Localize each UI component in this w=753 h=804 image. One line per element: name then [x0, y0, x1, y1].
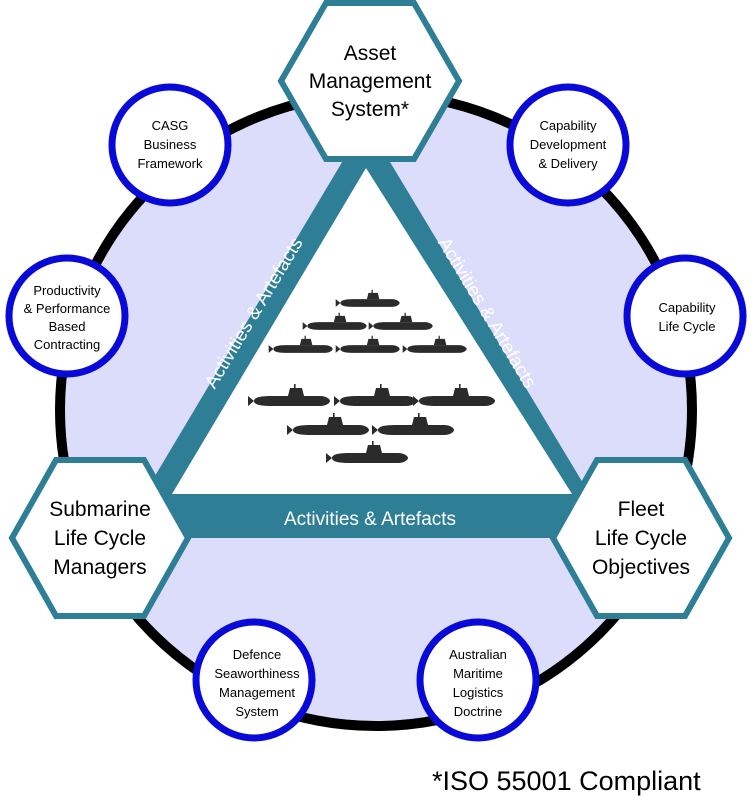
- seaworthy-line-3: Management: [219, 685, 295, 700]
- submarine-icon: [335, 335, 400, 353]
- prod-line-3: Based: [49, 319, 86, 334]
- hexagon-submarine-managers: Submarine Life Cycle Managers: [8, 457, 192, 619]
- prod-line-2: & Performance: [24, 301, 111, 316]
- hexagon-fleet-objectives: Fleet Life Cycle Objectives: [549, 457, 733, 619]
- submarine-icon: [368, 312, 433, 330]
- band-label-bottom: Activities & Artefacts: [284, 509, 456, 530]
- hex-left-line-1: Submarine: [49, 498, 151, 521]
- casg-line-1: CASG: [152, 118, 189, 133]
- hex-left-line-2: Life Cycle: [54, 527, 146, 550]
- capdev-line-1: Capability: [539, 118, 597, 133]
- logistics-line-1: Australian: [449, 647, 507, 662]
- seaworthy-line-2: Seaworthiness: [214, 666, 300, 681]
- submarine-icon: [287, 413, 369, 435]
- casg-line-2: Business: [144, 137, 197, 152]
- submarine-fleet-icons: [248, 289, 495, 463]
- capdev-line-2: Development: [530, 137, 607, 152]
- hexagon-asset-management: Asset Management System*: [277, 0, 463, 162]
- submarine-icon: [335, 289, 400, 307]
- seaworthy-line-4: System: [235, 704, 278, 719]
- hex-top-line-1: Asset: [344, 42, 397, 65]
- hex-right-line-3: Objectives: [592, 556, 690, 579]
- hex-right-line-2: Life Cycle: [595, 527, 687, 550]
- submarine-icon: [413, 384, 495, 406]
- inner-triangle: [172, 168, 572, 494]
- submarine-icon: [334, 384, 416, 406]
- submarine-icon: [248, 384, 330, 406]
- logistics-line-4: Doctrine: [454, 704, 502, 719]
- submarine-icon: [268, 335, 333, 353]
- circle-capability-life-cycle: Capability Life Cycle: [623, 254, 747, 378]
- hex-top-line-2: Management: [309, 70, 432, 93]
- caplife-line-1: Capability: [658, 300, 716, 315]
- capdev-line-3: & Delivery: [538, 156, 598, 171]
- prod-line-1: Productivity: [33, 283, 101, 298]
- hex-right-line-1: Fleet: [618, 498, 665, 521]
- submarine-icon: [402, 335, 467, 353]
- circle-australian-logistics: Australian Maritime Logistics Doctrine: [416, 618, 540, 742]
- hex-top-line-3: System*: [331, 98, 409, 121]
- circle-casg-business-framework: CASG Business Framework: [108, 83, 232, 207]
- seaworthy-line-1: Defence: [233, 647, 281, 662]
- circle-productivity-contracting: Productivity & Performance Based Contrac…: [5, 254, 129, 378]
- prod-line-4: Contracting: [34, 337, 100, 352]
- logistics-line-2: Maritime: [453, 666, 503, 681]
- submarine-icon: [372, 413, 454, 435]
- circle-capability-development: Capability Development & Delivery: [506, 83, 630, 207]
- circle-defence-seaworthiness: Defence Seaworthiness Management System: [192, 618, 316, 742]
- submarine-icon: [326, 441, 408, 463]
- submarine-icon: [302, 312, 367, 330]
- hex-left-line-3: Managers: [53, 556, 146, 579]
- caplife-line-2: Life Cycle: [658, 319, 715, 334]
- casg-line-3: Framework: [137, 156, 203, 171]
- logistics-line-3: Logistics: [453, 685, 504, 700]
- iso-compliance-footnote: *ISO 55001 Compliant: [432, 766, 701, 796]
